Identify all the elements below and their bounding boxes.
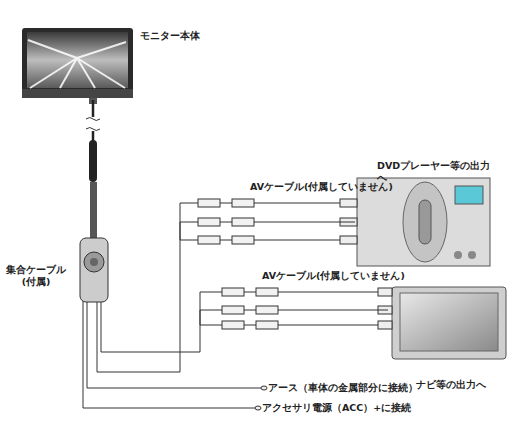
cable-wire — [101, 302, 388, 352]
device-label: DVDプレーヤー等の出力へ — [377, 160, 500, 184]
cable-wire — [97, 222, 355, 372]
device-label: モニター本体 — [140, 30, 215, 42]
power-wires — [83, 300, 262, 408]
harness-connector — [80, 182, 108, 302]
cable-plug — [89, 140, 97, 182]
av-wires — [180, 203, 378, 325]
wire-label: アース（車体の金属部分に接続） — [268, 382, 418, 394]
cable-break — [85, 117, 101, 131]
device-node: DVDプレーヤー等の出力へ — [355, 160, 500, 268]
wire-label: アクセサリ電源（ACC）+に接続 — [262, 402, 411, 414]
monitor-illustration — [22, 28, 133, 104]
device-node: モニター本体 — [20, 25, 215, 100]
device-label: ナビ等の出力へ — [416, 379, 513, 391]
cable-label: AVケーブル(付属していません) — [250, 181, 393, 193]
device-node: ナビ等の出力へ — [388, 283, 513, 395]
rca-plugs — [198, 199, 278, 329]
navigation-illustration — [378, 287, 506, 359]
device-node: 集合ケーブル (付属) — [3, 180, 113, 305]
device-label: 集合ケーブル (付属) — [3, 264, 69, 288]
cable-label: AVケーブル(付属していません) — [262, 270, 405, 282]
